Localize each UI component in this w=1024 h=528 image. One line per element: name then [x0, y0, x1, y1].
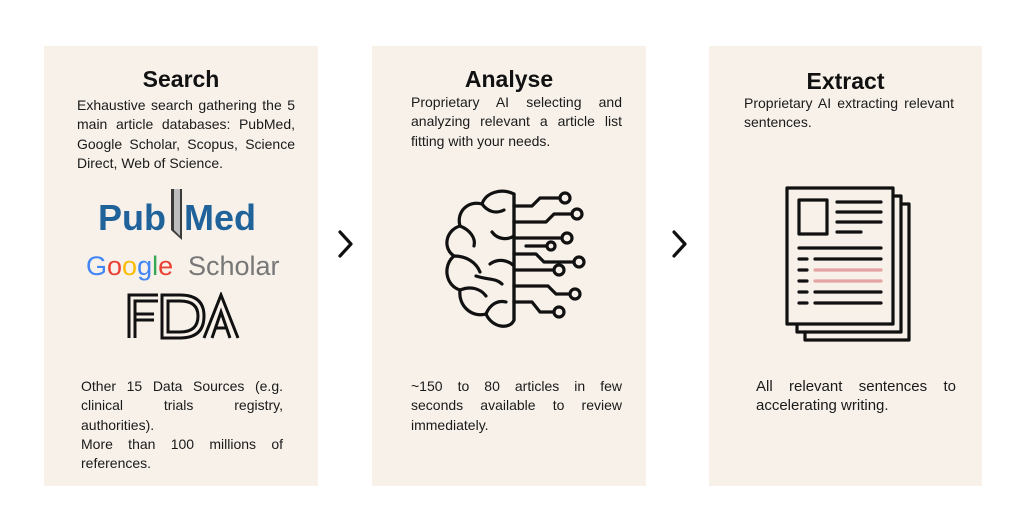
brain-circuit-icon: [445, 189, 586, 328]
google-logo-text: Google: [86, 251, 173, 281]
step-extract-panel: Extract Proprietary AI extracting releva…: [709, 46, 982, 486]
step-footer: ~150 to 80 articles in few seconds avail…: [411, 378, 622, 433]
highlighted-sentences: [813, 268, 883, 283]
step-description: Proprietary AI selecting and analyzing r…: [411, 94, 622, 149]
pubmed-logo-text-pub: Pub: [98, 197, 166, 238]
chevron-right-icon: [672, 230, 687, 258]
step-description: Exhaustive search gathering the 5 main a…: [77, 97, 295, 172]
step-title: Analyse: [464, 66, 554, 92]
step-footer-sources: Other 15 Data Sources (e.g. clinical tri…: [81, 378, 283, 433]
step-footer-references: More than 100 millions of references.: [81, 436, 283, 472]
scholar-logo-text: Scholar: [188, 251, 280, 281]
step-analyse-panel: Analyse Proprietary AI selecting and ana…: [372, 46, 646, 486]
documents-stack-icon: [785, 186, 911, 342]
chevron-right-icon: [338, 230, 353, 258]
fda-logo: [127, 292, 240, 340]
google-scholar-logo: Google Scholar: [86, 251, 280, 281]
step-title: Extract: [806, 68, 885, 94]
step-title: Search: [142, 66, 220, 92]
pubmed-logo-text-med: Med: [184, 197, 256, 238]
step-search-panel: Search Exhaustive search gathering the 5…: [44, 46, 318, 486]
step-description: Proprietary AI extracting relevant sente…: [744, 95, 954, 131]
pubmed-logo: Pub Med: [98, 189, 256, 240]
step-footer: All relevant sentences to accelerating w…: [756, 378, 956, 415]
